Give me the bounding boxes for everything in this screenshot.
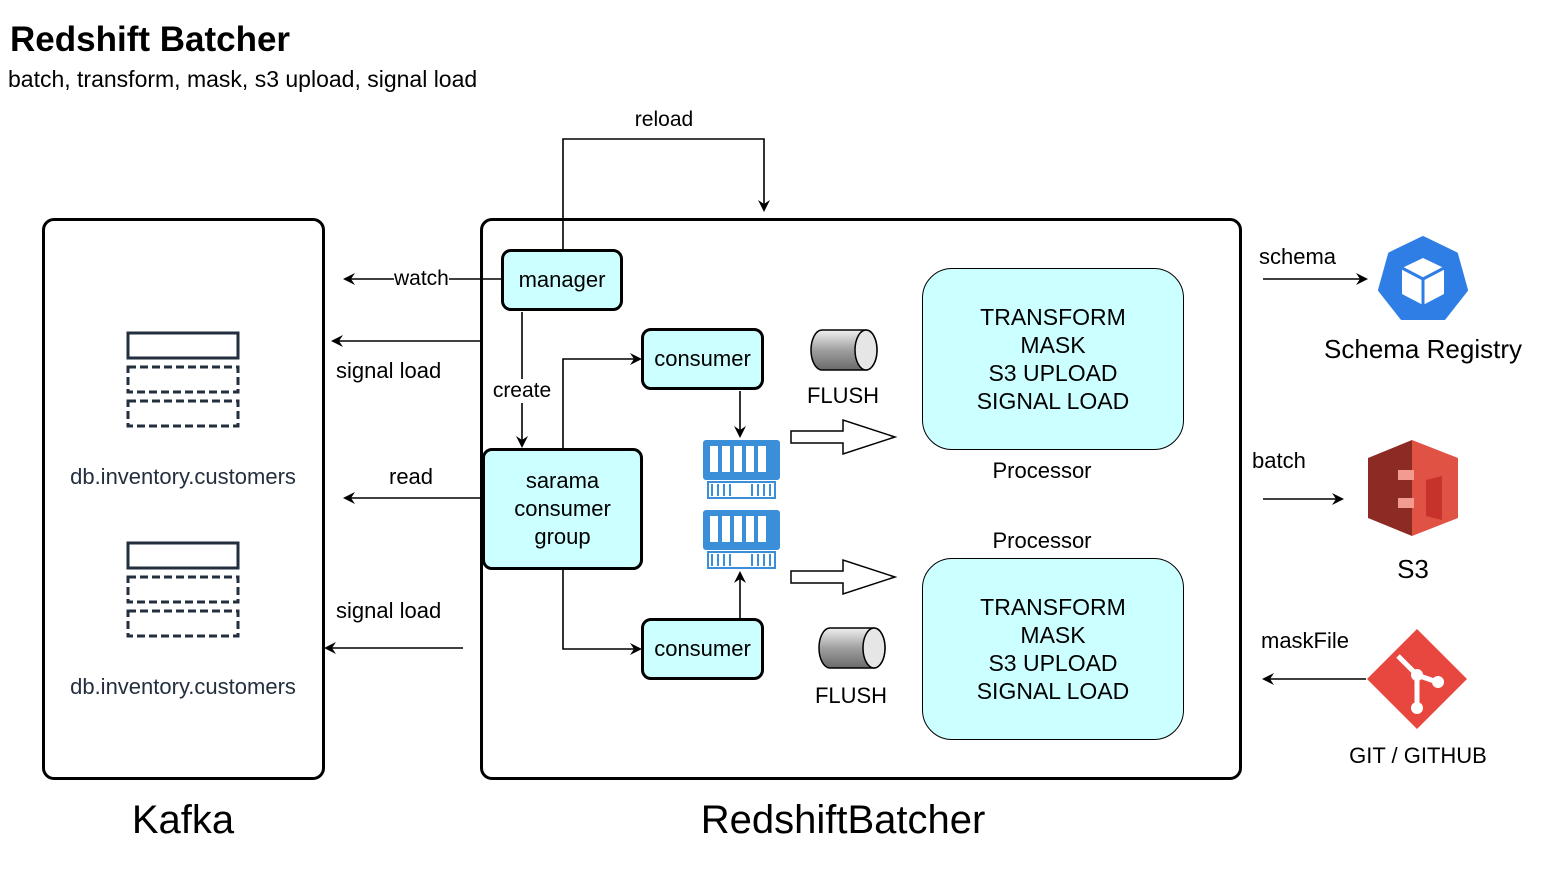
consumer-group-line-3: group <box>534 524 591 549</box>
consumer-group-line-1: sarama <box>525 468 600 493</box>
signal-load-top-label: signal load <box>336 358 442 383</box>
git-label: GIT / GITHUB <box>1349 743 1487 768</box>
topic-icon <box>126 331 240 428</box>
processor-1-label: Processor <box>992 458 1092 483</box>
git-icon <box>1367 629 1467 729</box>
s3-label: S3 <box>1397 554 1429 584</box>
create-label: create <box>492 379 552 403</box>
schema-registry-label: Schema Registry <box>1324 334 1522 364</box>
memory-to-processor-2-arrow <box>790 558 898 596</box>
read-label: read <box>389 464 434 489</box>
memory-icon <box>703 510 780 569</box>
flush-cylinder-icon <box>818 627 886 669</box>
consumer-node-2: consumer <box>641 618 764 680</box>
group-to-consumer-2-edge <box>562 570 642 655</box>
schema-label: schema <box>1259 244 1337 269</box>
processor-1-step: MASK <box>1020 332 1086 358</box>
consumer-node-1: consumer <box>641 328 764 390</box>
watch-label: watch <box>394 267 449 291</box>
processor-2-step: MASK <box>1020 622 1086 648</box>
flush-label-2: FLUSH <box>814 683 888 708</box>
processor-1-step: TRANSFORM <box>980 304 1126 330</box>
topic-icon <box>126 541 240 638</box>
s3-bucket-icon <box>1368 440 1458 536</box>
reload-edge <box>562 138 770 250</box>
mask-file-label: maskFile <box>1261 628 1350 653</box>
group-to-consumer-1-edge <box>562 353 642 448</box>
kafka-topic-1: db.inventory.customers <box>70 464 296 489</box>
consumer-group-node: sarama consumer group <box>482 448 643 570</box>
batch-label: batch <box>1252 448 1306 473</box>
memory-to-processor-1-arrow <box>790 418 898 456</box>
kafka-topic-2: db.inventory.customers <box>70 674 296 699</box>
processor-node-2: TRANSFORM MASK S3 UPLOAD SIGNAL LOAD <box>922 558 1184 740</box>
memory-icon <box>703 440 780 499</box>
processor-2-label: Processor <box>992 528 1092 553</box>
reload-label: reload <box>634 108 694 131</box>
processor-1-step: SIGNAL LOAD <box>976 388 1130 414</box>
manager-node: manager <box>501 249 623 311</box>
kafka-container <box>42 218 325 780</box>
page-title: Redshift Batcher <box>10 20 291 59</box>
signal-load-bottom-label: signal load <box>336 598 442 623</box>
flush-label-1: FLUSH <box>806 383 880 408</box>
processor-node-1: TRANSFORM MASK S3 UPLOAD SIGNAL LOAD <box>922 268 1184 450</box>
flush-cylinder-icon <box>810 329 878 371</box>
consumer-group-line-2: consumer <box>514 496 611 521</box>
processor-2-step: S3 UPLOAD <box>988 650 1118 676</box>
batcher-label: RedshiftBatcher <box>700 798 986 842</box>
kafka-label: Kafka <box>131 798 235 842</box>
page-subtitle: batch, transform, mask, s3 upload, signa… <box>8 66 478 92</box>
processor-2-step: SIGNAL LOAD <box>976 678 1130 704</box>
processor-1-step: S3 UPLOAD <box>988 360 1118 386</box>
processor-2-step: TRANSFORM <box>980 594 1126 620</box>
schema-registry-icon <box>1378 236 1468 320</box>
